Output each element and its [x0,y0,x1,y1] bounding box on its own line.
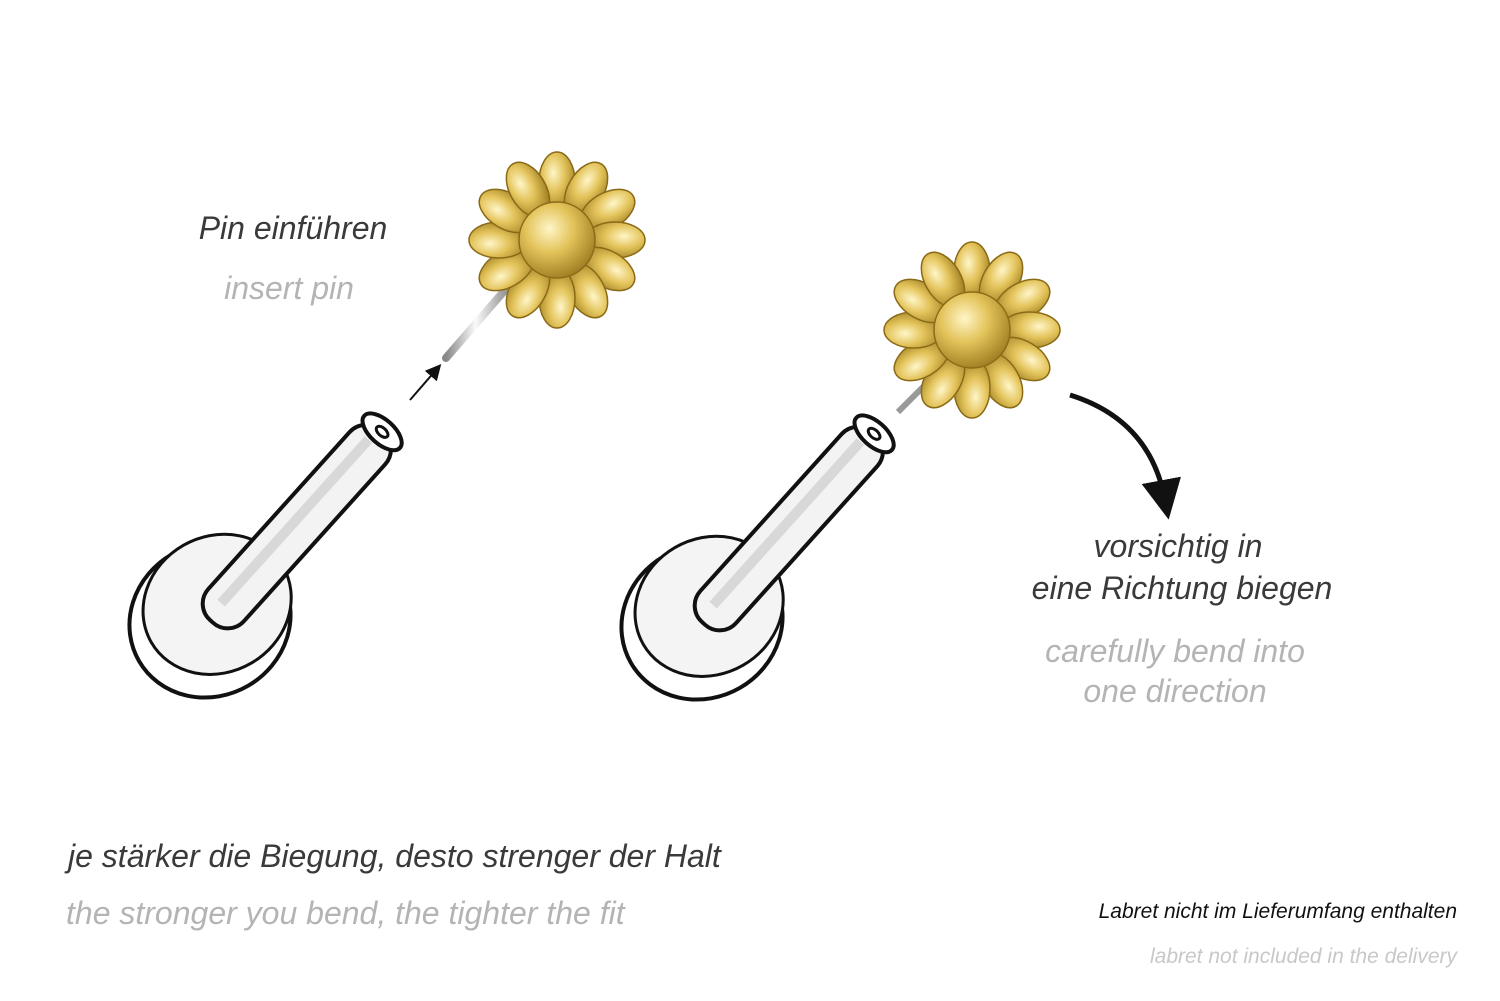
pin-right [895,382,928,415]
step2-label-en-2: one direction [1083,673,1267,709]
bend-arrow [1069,392,1181,520]
note-de: je stärker die Biegung, desto strenger d… [68,838,721,874]
step2-label-de-1: vorsichtig in [1093,528,1263,564]
gold-flower-top-right [883,241,1061,419]
pin-left [442,286,509,362]
insert-arrow [409,363,442,401]
labret-base-left [98,404,410,729]
step1-label-de: Pin einführen [198,210,388,246]
labret-base-right [590,406,902,731]
disclaimer-en: labret not included in the delivery [1149,945,1457,968]
note-en: the stronger you bend, the tighter the f… [66,895,625,931]
step2-label-de-2: eine Richtung biegen [1031,570,1333,606]
disclaimer-de: Labret nicht im Lieferumfang enthalten [1098,900,1457,923]
step2-label-en-1: carefully bend into [1045,633,1305,669]
step1-label-en: insert pin [224,270,354,306]
